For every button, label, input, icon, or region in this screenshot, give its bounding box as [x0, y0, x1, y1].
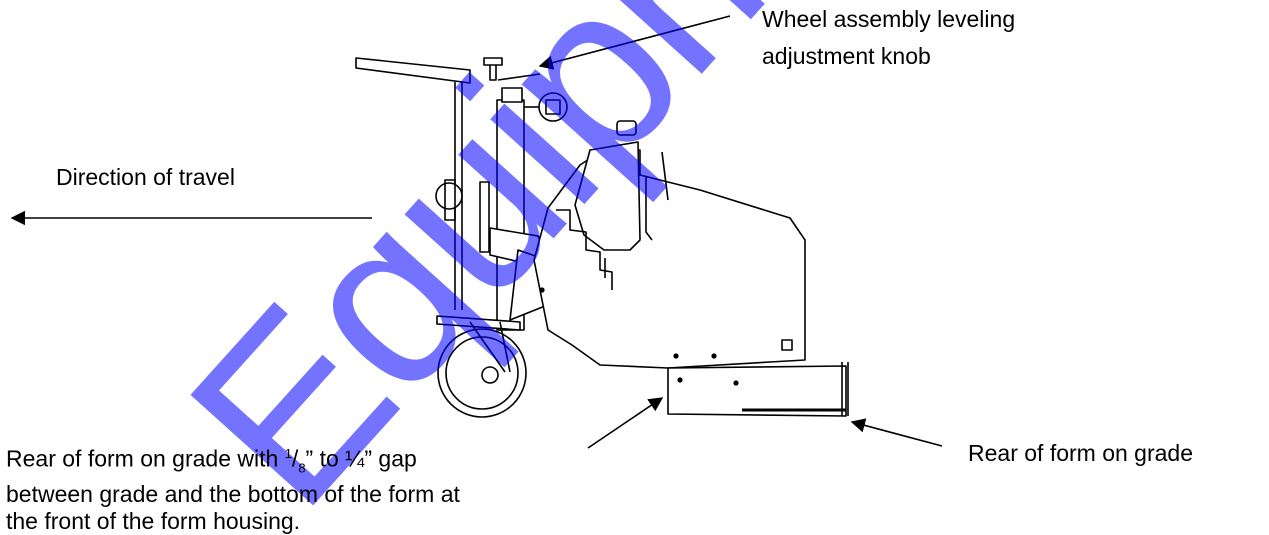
handle-bar: [355, 57, 471, 84]
frac-slash: /: [291, 445, 299, 472]
gap-label-line2: between grade and the bottom of the form…: [6, 481, 460, 508]
rear-grade-label: Rear of form on grade: [968, 440, 1194, 466]
form-housing: [667, 365, 847, 417]
fuel-tank: [574, 141, 641, 251]
gap-label-pre: Rear of form on grade with: [6, 445, 285, 472]
gap-frac-den: 8: [298, 460, 306, 476]
direction-label: Direction of travel: [56, 164, 235, 190]
knob-label-line1: Wheel assembly leveling: [762, 6, 1016, 32]
gap-label-post: ” to ¼” gap: [305, 445, 417, 472]
rear-arrow: [850, 418, 943, 447]
gap-label: Rear of form on grade with 1/8” to ¼” ga…: [6, 440, 460, 535]
gap-label-line3: the front of the form housing.: [6, 508, 301, 535]
gap-arrow: [587, 397, 664, 449]
leveling-knob: [483, 57, 503, 81]
knob-arrow: [538, 15, 731, 70]
knob-label-line2: adjustment knob: [762, 43, 931, 69]
gap-label-line1: Rear of form on grade with 1/8” to ¼” ga…: [6, 440, 460, 481]
gap-frac-num: 1: [284, 446, 292, 461]
knob-label: Wheel assembly leveling adjustment knob: [762, 6, 1015, 70]
